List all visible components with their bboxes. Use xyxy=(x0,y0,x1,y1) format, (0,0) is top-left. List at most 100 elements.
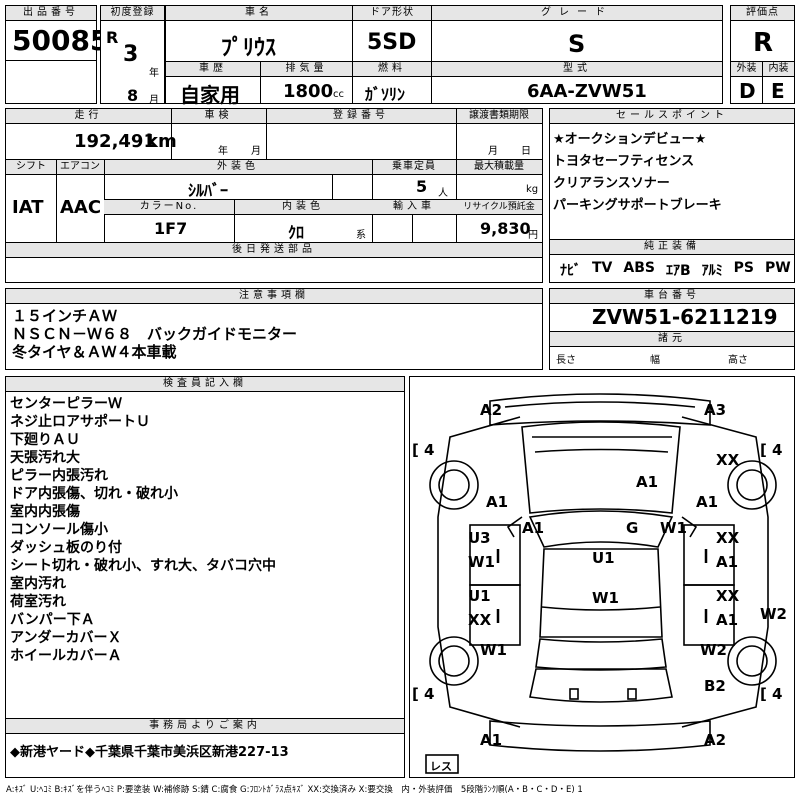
inspector-line: 荷室汚れ xyxy=(10,594,66,610)
sales-item: パーキングサポートブレーキ xyxy=(553,198,722,213)
color-label: 外装色 xyxy=(104,160,372,175)
car-name-label: 車名 xyxy=(166,6,352,21)
sales-item: クリアランスソナー xyxy=(553,176,670,191)
equip-ps: PS xyxy=(733,260,754,276)
mark-hood: A1 xyxy=(636,473,658,491)
inspector-line: 天張汚れ大 xyxy=(10,450,80,466)
dims-label: 諸元 xyxy=(550,332,794,347)
fuel-label: 燃料 xyxy=(353,62,431,77)
tire-rl-label: [ xyxy=(412,685,419,703)
mark-rear-r: B2 xyxy=(704,677,726,695)
ac-type: AAC xyxy=(60,197,102,218)
lot-label: 出品番号 xyxy=(6,6,96,21)
lot-number: 50085 xyxy=(12,24,110,57)
inspector-line: ダッシュ板のり付 xyxy=(10,540,122,556)
equip-label: 純正装備 xyxy=(550,240,794,255)
model-code: 6AA-ZVW51 xyxy=(527,81,647,102)
sales-label: セールスポイント xyxy=(550,109,794,124)
mark-door-rr-2: A1 xyxy=(716,611,738,629)
interior-label: 内装色 xyxy=(234,200,372,215)
fuel: ｶﾞｿﾘﾝ xyxy=(365,85,406,104)
equip-abs: ABS xyxy=(623,260,655,276)
car-name-box: 車名 ﾌﾟﾘｳｽ xyxy=(165,5,353,62)
mark-spare: レス xyxy=(430,760,452,773)
mark-door-fr-2: A1 xyxy=(716,553,738,571)
mark-tire-fr: 4 xyxy=(772,441,782,459)
dl-month-unit: 月 xyxy=(488,146,498,157)
grade: S xyxy=(568,30,586,58)
inspector-line: 室内汚れ xyxy=(10,576,66,592)
exterior-color: ｼﾙﾊﾞｰ xyxy=(188,181,229,200)
sales-list: ★オークションデビュー★ トヨタセーフティセンス クリアランスソナー パーキング… xyxy=(553,129,722,217)
inspector-box: 検査員記入欄 センターピラーＷ ネジ止ロアサポートＵ 下廻りＡＵ 天張汚れ大 ピ… xyxy=(5,376,405,719)
mileage-unit: km xyxy=(146,131,177,152)
tire-rr-label: [ xyxy=(760,685,767,703)
load-label: 最大積載量 xyxy=(456,160,542,175)
inspector-line: ネジ止ロアサポートＵ xyxy=(10,414,150,430)
spec-box: 走行 車検 登録番号 譲渡書類期限 192,491 km 年 月 月 日 シフト… xyxy=(5,108,543,283)
load-unit: kg xyxy=(526,184,539,195)
office-label: 事務局よりご案内 xyxy=(6,719,404,734)
recycle-unit: 円 xyxy=(528,230,538,241)
recycle-label: リサイクル預託金 xyxy=(456,200,542,215)
sales-box: セールスポイント ★オークションデビュー★ トヨタセーフティセンス クリアランス… xyxy=(549,108,795,240)
inspector-line: シート切れ・破れ小、すれ大、タバコ穴中 xyxy=(10,558,276,574)
ext-label: 外装 xyxy=(731,62,762,77)
office-box: 事務局よりご案内 ◆新港ヤード◆千葉県千葉市美浜区新港227-13 xyxy=(5,718,405,778)
ext-box: 外装 D xyxy=(730,61,763,104)
mark-tire-rl: 4 xyxy=(424,685,434,703)
notes-line: ＮＳＣＮ－Ｗ６８ バックガイドモニター xyxy=(12,325,298,343)
inspector-line: センターピラーＷ xyxy=(10,396,122,412)
dim-height: 高さ xyxy=(728,355,748,366)
inspector-line: コンソール傷小 xyxy=(10,522,108,538)
recycle-fee: 9,830 xyxy=(480,219,531,238)
int-box: 内装 E xyxy=(762,61,795,104)
legend: A:ｷｽﾞ U:ﾍｺﾐ B:ｷｽﾞを伴うﾍｺﾐ P:要塗装 W:補修跡 S:錆 … xyxy=(6,785,583,795)
equip-navi: ﾅﾋﾞ xyxy=(560,263,581,279)
fuel-box: 燃料 ｶﾞｿﾘﾝ xyxy=(352,61,432,104)
notes-line: １５インチＡＷ xyxy=(12,307,118,325)
first-reg-month: 8 xyxy=(127,86,139,105)
interior-unit: 系 xyxy=(356,230,366,241)
model-box: 型式 6AA-ZVW51 xyxy=(431,61,723,104)
lot-extra-box xyxy=(5,60,97,104)
mark-roof-2: W1 xyxy=(592,589,619,607)
mark-side-r: W2 xyxy=(760,605,787,623)
door-type: 5SD xyxy=(367,30,417,55)
inspector-line: 下廻りＡＵ xyxy=(10,432,80,448)
deadline-label: 譲渡書類期限 xyxy=(456,109,542,124)
ins-year-unit: 年 xyxy=(218,146,228,157)
plate-label: 登録番号 xyxy=(266,109,456,124)
mark-front-left: A2 xyxy=(480,401,502,419)
mark-tire-rr: 4 xyxy=(772,685,782,703)
mark-pillar-l: A1 xyxy=(522,519,544,537)
mark-fender-r: A1 xyxy=(696,493,718,511)
equip-airbag: ｴｱB xyxy=(665,263,691,279)
capacity-unit: 人 xyxy=(438,188,448,199)
mark-door-fl-1: U3 xyxy=(468,529,491,547)
tire-fl-label: [ xyxy=(412,441,419,459)
sales-item: トヨタセーフティセンス xyxy=(553,154,695,169)
mark-quarter-r: W2 xyxy=(700,641,727,659)
office-text: ◆新港ヤード◆千葉県千葉市美浜区新港227-13 xyxy=(10,745,289,760)
inspection-label: 車検 xyxy=(171,109,266,124)
car-diagram: [ [ [ [ A2 A3 4 4 4 4 XX A1 A1 A1 A1 G W… xyxy=(409,376,795,778)
equip-box: 純正装備 ﾅﾋﾞ TV ABS ｴｱB ｱﾙﾐ PS PW xyxy=(549,239,795,283)
month-unit: 月 xyxy=(149,95,159,106)
score-label: 評価点 xyxy=(731,6,794,21)
car-outline: [ [ [ [ A2 A3 4 4 4 4 XX A1 A1 A1 A1 G W… xyxy=(412,393,787,774)
color-number: 1F7 xyxy=(154,219,188,238)
first-reg-year: 3 xyxy=(123,42,139,67)
mileage-label: 走行 xyxy=(6,109,171,124)
chassis-number: ZVW51-6211219 xyxy=(592,305,778,329)
equip-alloy: ｱﾙﾐ xyxy=(701,263,723,279)
shift: IAT xyxy=(12,197,44,218)
inspector-line: ホイールカバーＡ xyxy=(10,648,122,664)
inspector-label: 検査員記入欄 xyxy=(6,377,404,392)
grade-box: グレード S xyxy=(431,5,723,62)
chassis-label: 車台番号 xyxy=(550,289,794,304)
tire-fr-label: [ xyxy=(760,441,767,459)
mark-bottom-r: A2 xyxy=(704,731,726,749)
door-label: ドア形状 xyxy=(353,6,431,21)
capacity-label: 乗車定員 xyxy=(372,160,456,175)
